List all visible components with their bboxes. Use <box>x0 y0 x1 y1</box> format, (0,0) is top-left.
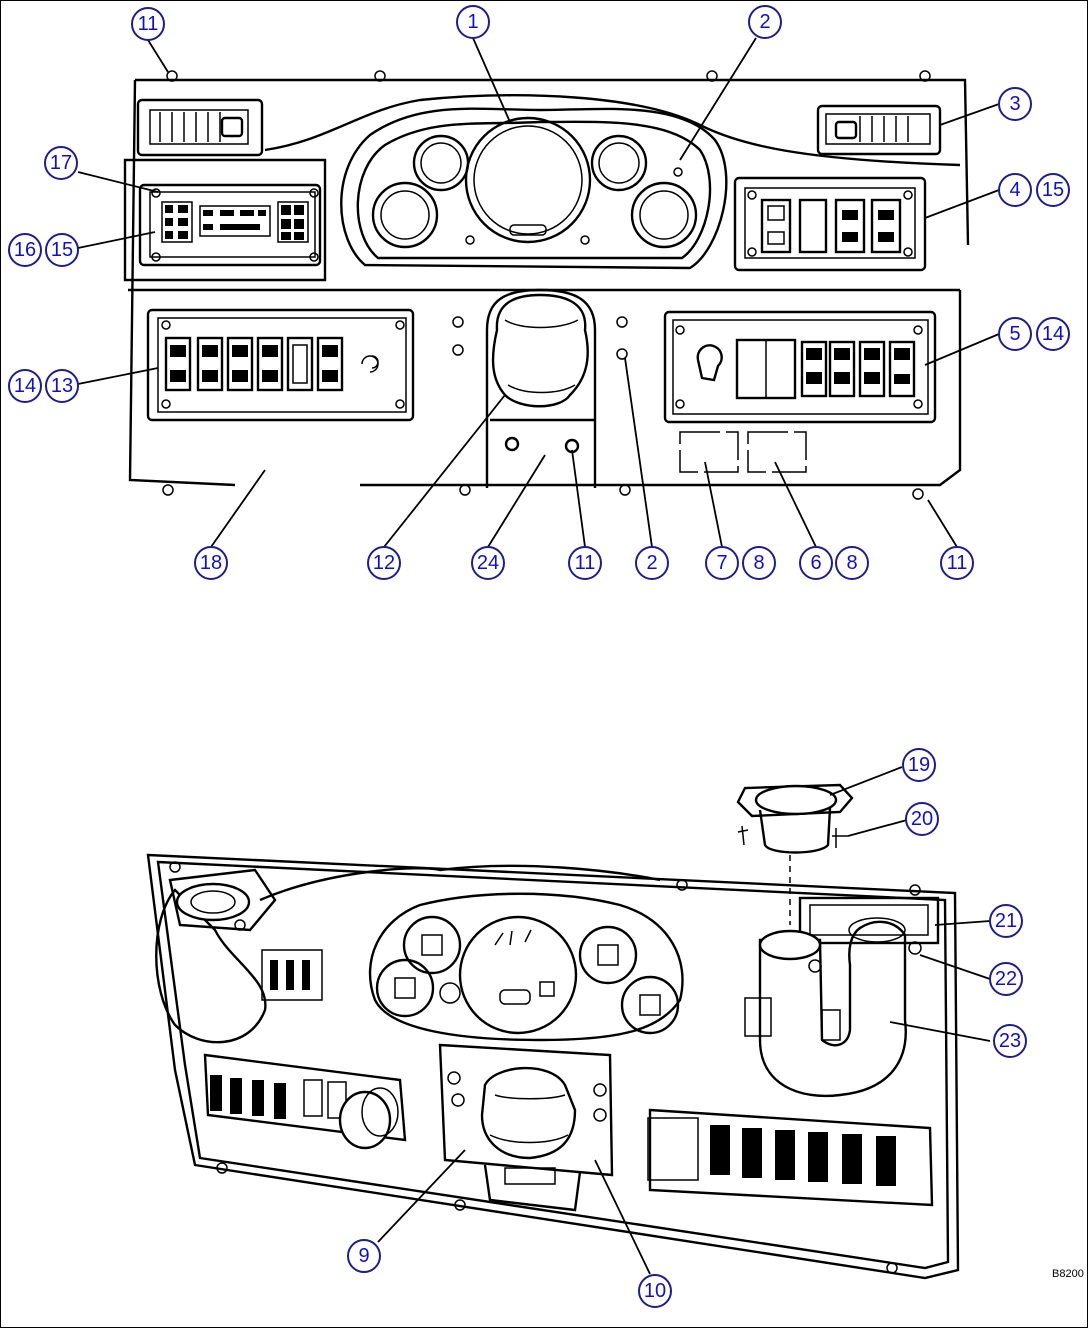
dashboard-front-view <box>123 70 970 500</box>
callout-14-right: 14 <box>1036 317 1070 351</box>
svg-text:15: 15 <box>1042 179 1064 201</box>
callout-15-left: 15 <box>45 233 79 267</box>
callout-7: 7 <box>705 546 739 580</box>
svg-text:17: 17 <box>50 152 72 174</box>
callout-11-top: 11 <box>131 7 165 41</box>
svg-text:15: 15 <box>51 239 73 261</box>
callout-8-a: 8 <box>835 546 869 580</box>
callout-6: 6 <box>799 546 833 580</box>
callout-15-right: 15 <box>1036 173 1070 207</box>
callout-21: 21 <box>989 904 1023 938</box>
callout-12: 12 <box>367 546 401 580</box>
svg-text:6: 6 <box>810 552 821 574</box>
callout-19: 19 <box>902 748 936 782</box>
svg-text:5: 5 <box>1009 323 1020 345</box>
svg-text:2: 2 <box>646 552 657 574</box>
svg-text:11: 11 <box>575 552 596 574</box>
callout-20: 20 <box>905 802 939 836</box>
drawing-code-label: B8200 <box>1052 1268 1084 1280</box>
svg-text:14: 14 <box>14 375 36 397</box>
svg-text:20: 20 <box>911 808 933 830</box>
callout-5: 5 <box>998 317 1032 351</box>
svg-text:8: 8 <box>846 552 857 574</box>
svg-text:21: 21 <box>995 910 1017 932</box>
svg-text:1: 1 <box>467 11 478 33</box>
leader-lines <box>77 37 1000 1275</box>
callout-4: 4 <box>998 173 1032 207</box>
callout-1: 1 <box>456 5 490 39</box>
svg-text:4: 4 <box>1009 179 1020 201</box>
svg-text:10: 10 <box>644 1280 666 1302</box>
callout-18: 18 <box>194 546 228 580</box>
callout-3: 3 <box>998 87 1032 121</box>
dashboard-rear-view <box>146 783 960 1280</box>
svg-text:2: 2 <box>759 11 770 33</box>
svg-text:12: 12 <box>373 552 395 574</box>
callout-24: 24 <box>471 546 505 580</box>
svg-text:11: 11 <box>138 13 159 35</box>
svg-text:11: 11 <box>947 552 968 574</box>
callout-14-left: 14 <box>8 369 42 403</box>
svg-text:16: 16 <box>14 239 36 261</box>
svg-text:23: 23 <box>999 1030 1021 1052</box>
callout-17: 17 <box>44 146 78 180</box>
callout-11-console: 11 <box>568 546 602 580</box>
callout-2-lower: 2 <box>635 546 669 580</box>
callout-8-b: 8 <box>742 546 776 580</box>
svg-text:24: 24 <box>477 552 499 574</box>
svg-text:13: 13 <box>51 375 73 397</box>
svg-text:7: 7 <box>716 552 727 574</box>
callout-11-right: 11 <box>940 546 974 580</box>
callout-2: 2 <box>748 5 782 39</box>
svg-text:3: 3 <box>1009 93 1020 115</box>
svg-text:8: 8 <box>753 552 764 574</box>
callout-22: 22 <box>989 962 1023 996</box>
callout-13: 13 <box>45 369 79 403</box>
svg-text:14: 14 <box>1042 323 1064 345</box>
callout-9: 9 <box>347 1239 381 1273</box>
callout-23: 23 <box>993 1024 1027 1058</box>
svg-text:18: 18 <box>200 552 222 574</box>
callout-16: 16 <box>8 233 42 267</box>
svg-text:19: 19 <box>908 754 930 776</box>
svg-text:9: 9 <box>358 1245 369 1267</box>
svg-text:22: 22 <box>995 968 1017 990</box>
callout-10: 10 <box>638 1274 672 1308</box>
